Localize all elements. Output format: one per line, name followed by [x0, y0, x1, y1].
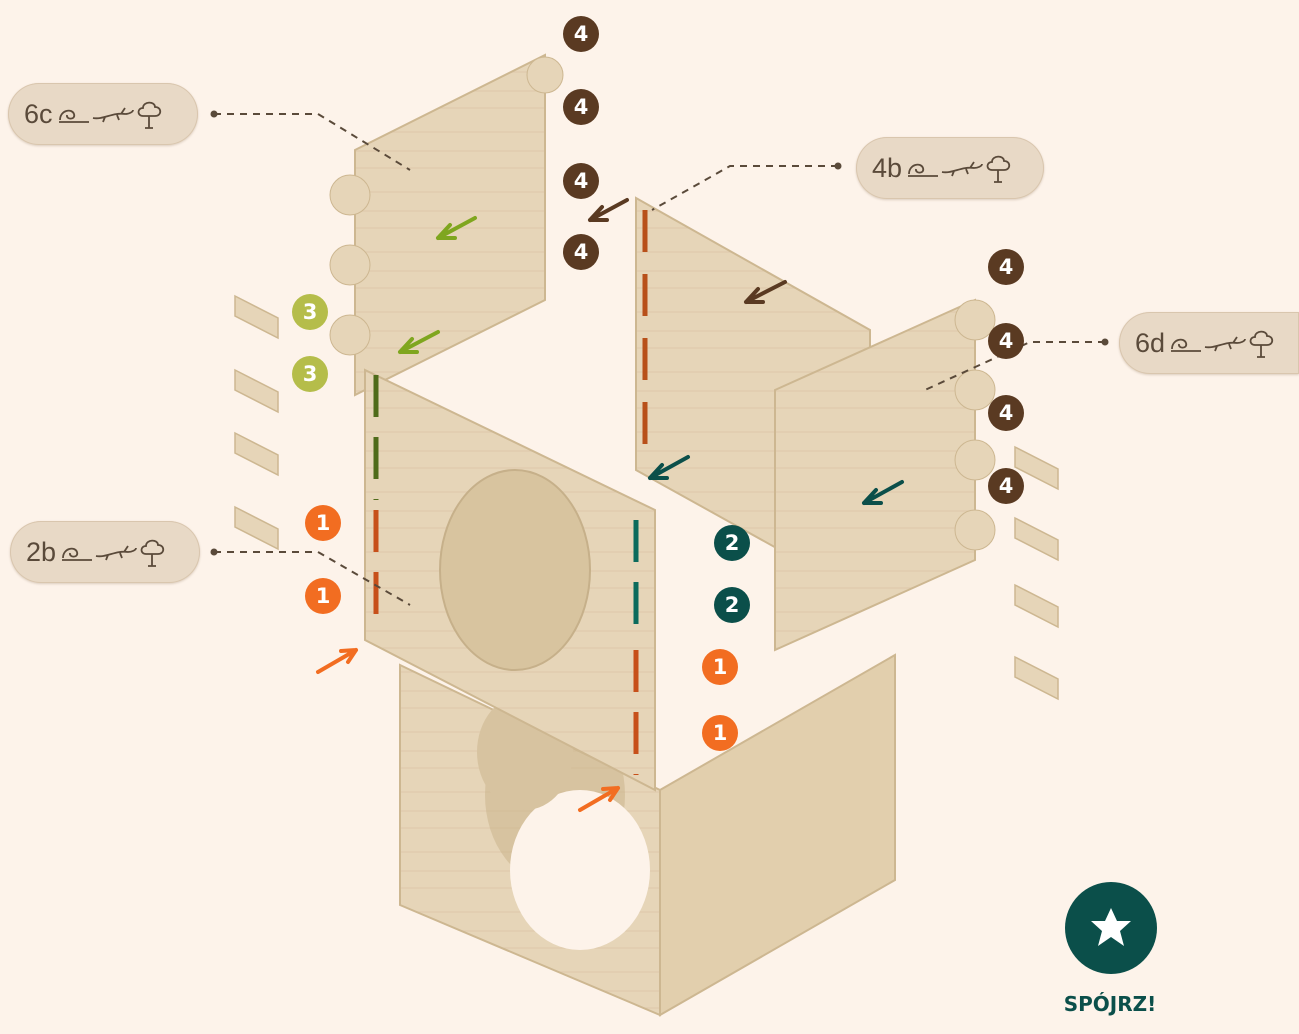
- tree-icon: [138, 536, 168, 568]
- part-label-4b: 4b: [856, 137, 1044, 199]
- step-badge-1: 1: [702, 715, 738, 751]
- lizard-icon: [94, 540, 138, 564]
- tree-icon: [135, 98, 165, 130]
- snail-icon: [57, 102, 91, 126]
- lizard-icon: [940, 156, 984, 180]
- step-badge-4: 4: [988, 323, 1024, 359]
- step-badge-1: 1: [305, 578, 341, 614]
- look-button[interactable]: [1065, 882, 1157, 974]
- step-badge-4: 4: [563, 234, 599, 270]
- part-code: 4b: [872, 153, 902, 184]
- step-badge-3: 3: [292, 294, 328, 330]
- tree-icon: [984, 152, 1014, 184]
- step-badge-1: 1: [702, 649, 738, 685]
- loose-pegs-left: [235, 296, 278, 549]
- step-badge-2: 2: [714, 587, 750, 623]
- step-badge-4: 4: [988, 249, 1024, 285]
- step-badge-1: 1: [305, 505, 341, 541]
- lizard-icon: [1203, 331, 1247, 355]
- step-badge-4: 4: [563, 163, 599, 199]
- step-badge-3: 3: [292, 356, 328, 392]
- step-badge-4: 4: [988, 468, 1024, 504]
- step-badge-4: 4: [988, 395, 1024, 431]
- part-label-2b: 2b: [10, 521, 200, 583]
- step-badge-2: 2: [714, 525, 750, 561]
- part-code: 2b: [26, 537, 56, 568]
- snail-icon: [60, 540, 94, 564]
- look-label[interactable]: SPÓJRZ!: [1040, 992, 1180, 1016]
- star-icon: [1087, 904, 1135, 952]
- snail-icon: [906, 156, 940, 180]
- part-label-6d: 6d: [1119, 312, 1299, 374]
- tree-icon: [1247, 327, 1277, 359]
- snail-icon: [1169, 331, 1203, 355]
- part-code: 6c: [24, 99, 53, 130]
- part-label-6c: 6c: [8, 83, 198, 145]
- step-badge-4: 4: [563, 89, 599, 125]
- part-code: 6d: [1135, 328, 1165, 359]
- panel-6c: [330, 55, 563, 395]
- step-badge-4: 4: [563, 16, 599, 52]
- lizard-icon: [91, 102, 135, 126]
